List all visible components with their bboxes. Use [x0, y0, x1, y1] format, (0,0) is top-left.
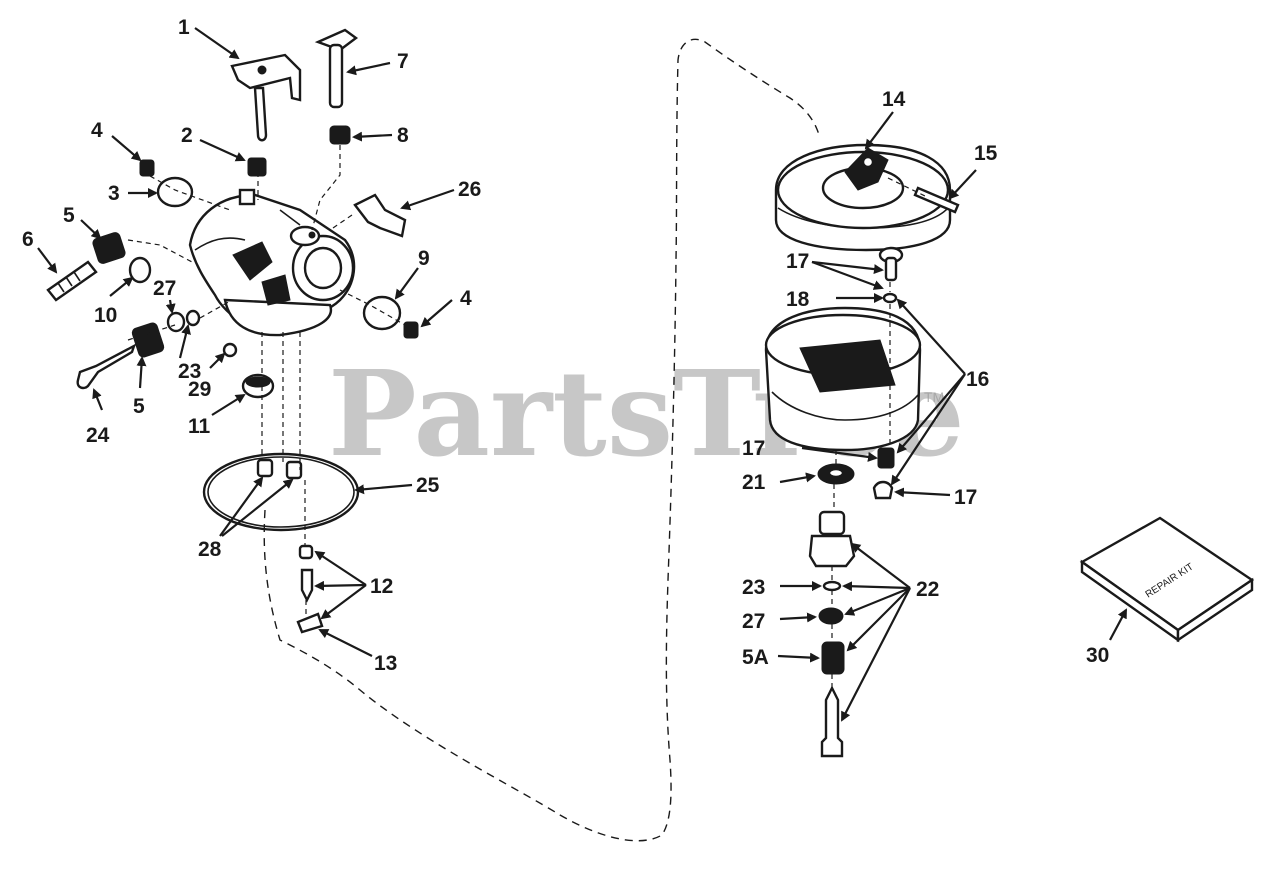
callout-28: 28 — [198, 538, 222, 561]
part-4-screw-top — [139, 159, 155, 177]
part-26-fitting — [353, 193, 407, 238]
callout-30: 30 — [1086, 644, 1109, 667]
assembly-boundary-dashed — [263, 38, 821, 842]
callout-23-left: 23 — [178, 360, 201, 383]
callout-5-bottom: 5 — [133, 395, 145, 418]
callout-24: 24 — [86, 424, 110, 447]
callout-17-top: 17 — [786, 250, 809, 273]
part-18-ring — [882, 292, 898, 304]
part-22-needle — [820, 685, 844, 758]
part-27-washer — [166, 311, 186, 333]
callout-4-top: 4 — [91, 119, 103, 142]
part-15-pin — [913, 186, 960, 214]
callout-9: 9 — [418, 247, 430, 270]
callout-21: 21 — [742, 471, 766, 494]
part-12-needle — [300, 568, 314, 603]
callout-1: 1 — [178, 16, 190, 39]
watermark-tm: TM — [924, 389, 944, 405]
part-27-washer-right — [818, 607, 844, 625]
part-6-needle-screw — [46, 260, 98, 302]
part-1-bracket — [230, 53, 302, 142]
part-7-choke-shaft — [314, 28, 359, 109]
callout-15: 15 — [974, 142, 998, 165]
part-23-oring-right — [822, 580, 842, 592]
callout-22: 22 — [916, 578, 939, 601]
part-29-ball — [222, 342, 238, 358]
callout-16: 16 — [966, 368, 989, 391]
callout-14: 14 — [882, 88, 906, 111]
part-23-oring — [185, 309, 201, 327]
part-30-repair-kit: REPAIR KIT — [1079, 516, 1255, 643]
part-13-clip — [296, 612, 324, 634]
part-17-clip — [872, 480, 894, 500]
callout-11: 11 — [188, 415, 211, 438]
part-24-needle — [76, 343, 137, 390]
part-3-disc — [156, 176, 194, 208]
part-8-spring — [329, 125, 351, 145]
callout-18: 18 — [786, 288, 810, 311]
callout-26: 26 — [458, 178, 481, 201]
callout-3: 3 — [108, 182, 120, 205]
callout-29: 29 — [188, 378, 211, 401]
part-25-gasket — [202, 452, 360, 532]
part-22-bowl-nut — [808, 510, 856, 568]
callout-17-right: 17 — [954, 486, 977, 509]
callout-17-mid: 17 — [742, 437, 765, 460]
callout-23-right: 23 — [742, 576, 765, 599]
part-28-seat-left — [256, 458, 274, 478]
callout-6: 6 — [22, 228, 34, 251]
part-12-seat — [298, 544, 314, 560]
part-9-disc — [362, 295, 402, 331]
part-28-seat-right — [285, 460, 303, 480]
callout-2: 2 — [181, 124, 193, 147]
callout-5a: 5A — [742, 646, 769, 669]
carburetor-body — [188, 188, 356, 337]
callout-4-right: 4 — [460, 287, 472, 310]
part-17-spring — [877, 447, 895, 469]
callout-labels: 1 2 3 4 4 5 5 5A 6 7 8 9 10 11 12 13 14 … — [22, 16, 1109, 675]
callout-8: 8 — [397, 124, 409, 147]
part-10-ring — [128, 256, 152, 284]
part-5a-spring — [821, 641, 845, 675]
part-4-screw-right — [403, 321, 419, 339]
part-17-valve-top — [878, 246, 904, 282]
part-2-spring — [247, 157, 267, 177]
callout-7: 7 — [397, 50, 409, 73]
callout-5-top: 5 — [63, 204, 75, 227]
callout-13: 13 — [374, 652, 397, 675]
callout-27-right: 27 — [742, 610, 765, 633]
callout-10: 10 — [94, 304, 117, 327]
callout-12: 12 — [370, 575, 393, 598]
float-bowl — [764, 306, 922, 452]
callout-27-left: 27 — [153, 277, 176, 300]
callout-25: 25 — [416, 474, 440, 497]
part-5-spring-bottom — [131, 322, 165, 358]
part-5-spring-top — [92, 232, 126, 264]
